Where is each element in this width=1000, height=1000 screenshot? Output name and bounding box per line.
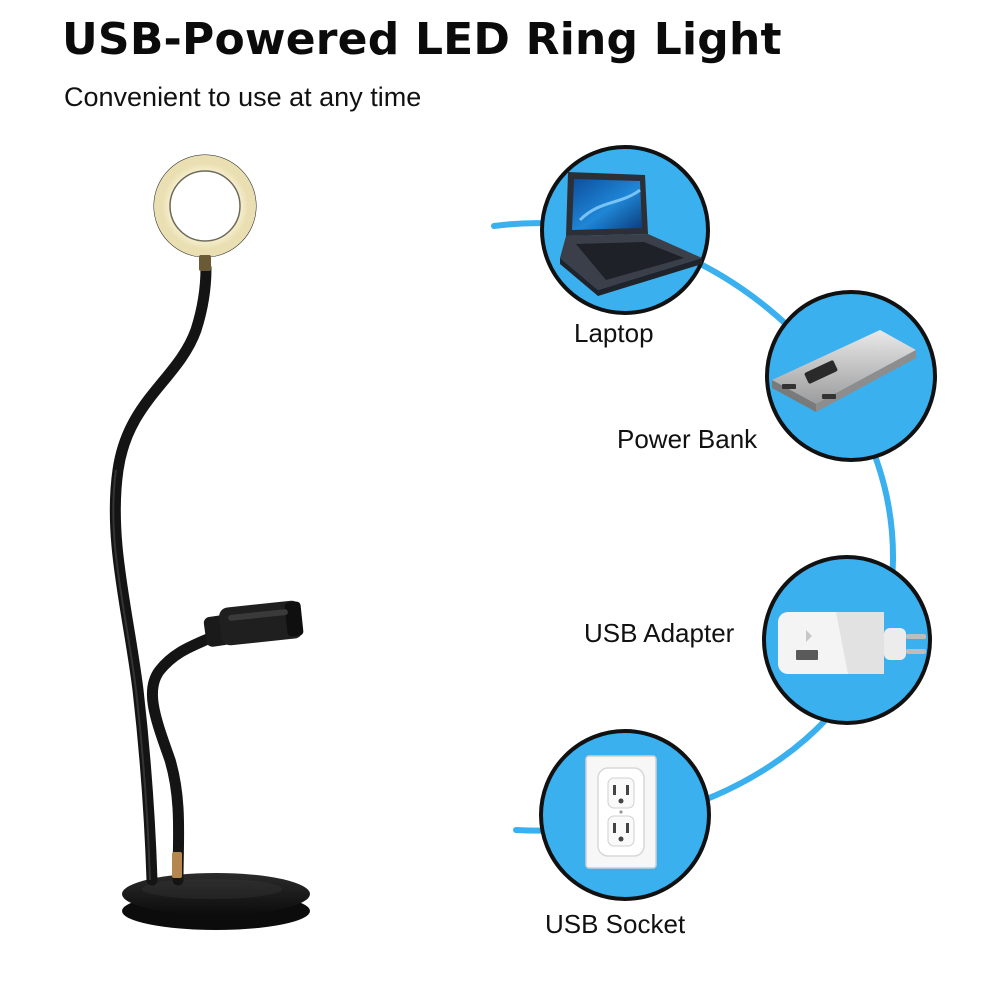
gooseneck-arm-phone (146, 630, 220, 886)
phone-holder (203, 600, 304, 647)
source-circle-laptop (540, 145, 710, 315)
page-title: USB-Powered LED Ring Light (62, 14, 782, 65)
power-bank-icon (772, 330, 916, 412)
label-usb-adapter: USB Adapter (584, 618, 735, 648)
laptop-icon (560, 172, 702, 296)
source-circle-power-bank (765, 290, 937, 462)
label-usb-socket: USB Socket (545, 909, 686, 939)
gooseneck-arm-ring (109, 262, 212, 886)
ring-light-product (109, 154, 310, 930)
usb-adapter-icon (778, 612, 926, 674)
label-laptop: Laptop (574, 318, 654, 348)
source-circle-usb-adapter (762, 555, 932, 725)
label-power-bank: Power Bank (617, 424, 758, 454)
wall-socket-icon (585, 755, 657, 869)
led-ring (153, 154, 257, 271)
page-subtitle: Convenient to use at any time (64, 82, 422, 112)
source-circle-usb-socket (539, 729, 711, 901)
